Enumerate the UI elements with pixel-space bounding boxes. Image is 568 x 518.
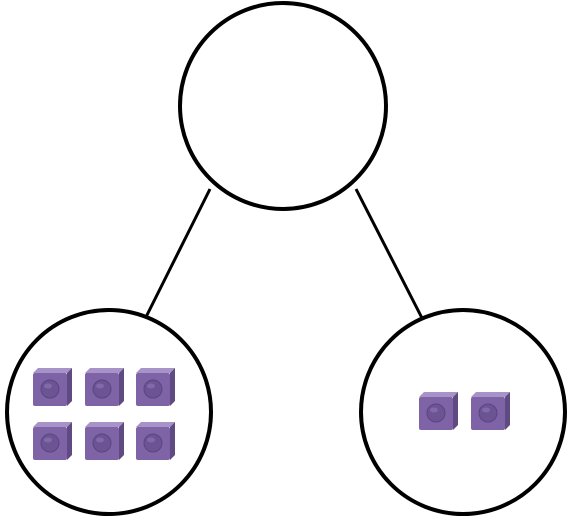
linking-cube-icon [418, 391, 459, 431]
linking-cube-icon [32, 421, 73, 461]
left-part-circle[interactable] [5, 308, 213, 516]
linking-cube-icon [135, 367, 176, 407]
right-part-circle[interactable] [359, 308, 567, 516]
linking-cube-icon [84, 421, 125, 461]
linking-cube-icon [32, 367, 73, 407]
linking-cube-icon [135, 421, 176, 461]
left-connector-line [142, 188, 212, 322]
linking-cube-icon [470, 391, 511, 431]
whole-circle[interactable] [178, 1, 388, 211]
right-connector-line [354, 188, 425, 321]
linking-cube-icon [84, 367, 125, 407]
